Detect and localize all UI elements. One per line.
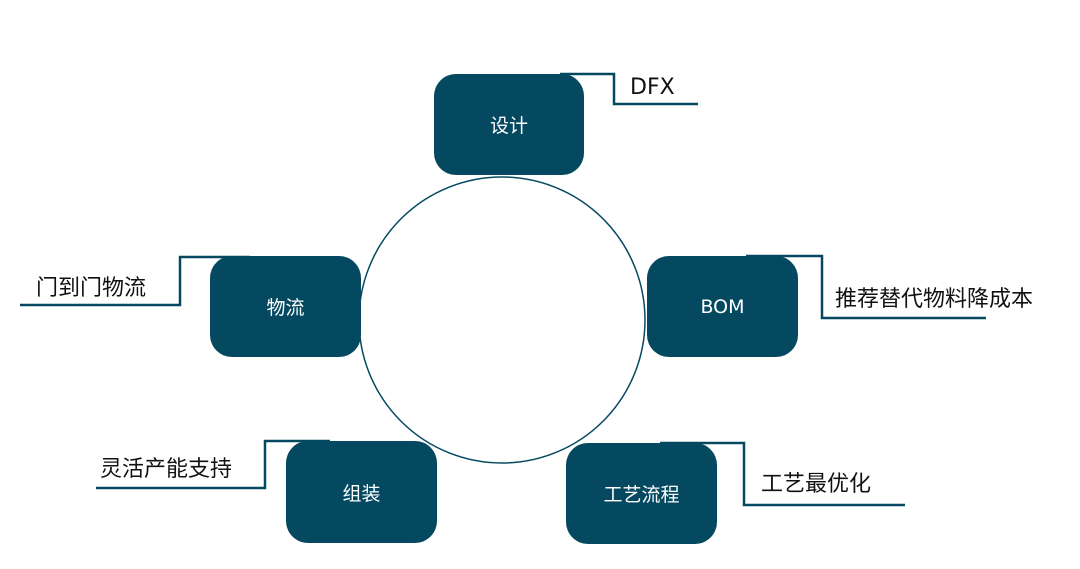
node-process-label: 工艺流程 bbox=[603, 484, 680, 506]
node-design: 设计 bbox=[434, 74, 584, 175]
callout-design: DFX bbox=[630, 75, 675, 100]
node-logistics-label: 物流 bbox=[266, 297, 305, 319]
node-assembly-label: 组装 bbox=[342, 482, 381, 505]
connector-design bbox=[560, 72, 698, 106]
connector-process bbox=[660, 441, 905, 507]
connector-assembly bbox=[96, 439, 330, 490]
node-logistics: 物流 bbox=[210, 256, 361, 357]
node-assembly: 组装 bbox=[286, 441, 437, 543]
node-bom: BOM bbox=[647, 256, 798, 357]
node-design-label: 设计 bbox=[489, 115, 528, 137]
callout-bom: 推荐替代物料降成本 bbox=[835, 287, 1034, 312]
node-bom-label: BOM bbox=[700, 295, 745, 318]
callout-assembly: 灵活产能支持 bbox=[100, 457, 233, 482]
center-circle bbox=[358, 176, 646, 464]
node-process: 工艺流程 bbox=[566, 443, 717, 544]
callout-process: 工艺最优化 bbox=[761, 472, 872, 497]
connector-bom bbox=[746, 254, 986, 320]
connector-logistics bbox=[20, 255, 250, 307]
callout-logistics: 门到门物流 bbox=[36, 276, 147, 301]
